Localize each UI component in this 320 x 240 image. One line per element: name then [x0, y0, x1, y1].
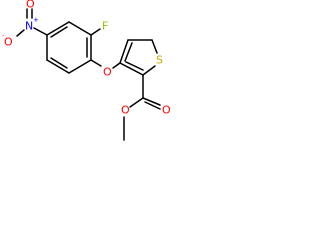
- bond: [68, 21, 92, 36]
- bond: [50, 57, 68, 69]
- bond: [46, 21, 70, 36]
- molecule-structure: F N + O O - O S O O: [2, 0, 171, 141]
- bond: [119, 39, 129, 64]
- bond: [33, 27, 48, 36]
- ester-oxygen-label: O: [121, 104, 130, 117]
- nitro-nitrogen-charge: +: [33, 16, 39, 24]
- thiophene-sulfur-label: S: [156, 54, 163, 67]
- bond: [125, 61, 144, 71]
- bond: [142, 65, 156, 76]
- bond: [16, 29, 25, 37]
- benzene-ring: [46, 21, 92, 74]
- bond: [46, 59, 70, 74]
- bond: [129, 97, 144, 108]
- bond: [50, 26, 68, 38]
- nitro-oxygen-lower-charge: -: [2, 32, 5, 40]
- ether-oxygen-label: O: [103, 66, 112, 79]
- bond: [142, 97, 161, 106]
- bond: [144, 101, 161, 110]
- nitro-oxygen-lower-label: O: [4, 36, 13, 49]
- bond: [119, 62, 144, 76]
- bond: [112, 62, 121, 69]
- bond: [90, 59, 102, 67]
- bond: [90, 28, 101, 36]
- carbonyl-oxygen-label: O: [162, 104, 171, 117]
- fluorine-label: F: [102, 20, 108, 33]
- bond: [68, 59, 92, 74]
- bond: [151, 39, 158, 54]
- thiophene-ring: [119, 39, 158, 76]
- bond: [124, 42, 133, 62]
- nitro-nitrogen-label: N: [25, 20, 33, 33]
- nitro-oxygen-upper-label: O: [26, 0, 35, 11]
